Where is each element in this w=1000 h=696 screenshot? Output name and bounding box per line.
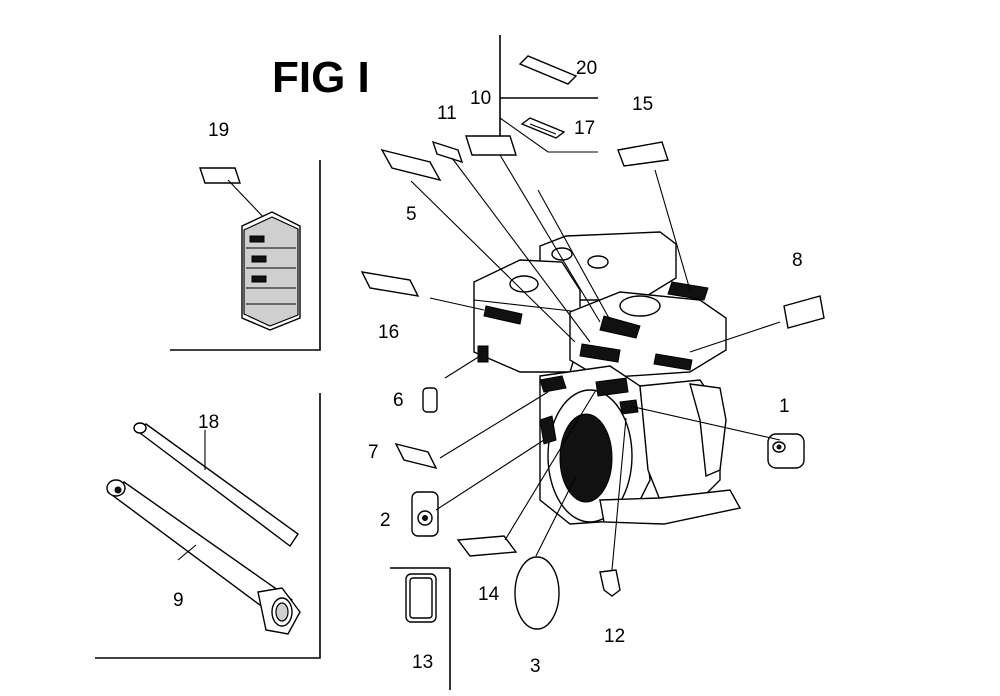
callout-10: 10	[470, 88, 491, 109]
part-15-label	[617, 141, 669, 167]
air-cleaner-element	[241, 211, 301, 331]
callout-11: 11	[437, 103, 457, 124]
tool-9-wrench	[106, 479, 301, 635]
callout-16: 16	[378, 322, 399, 343]
part-3-gasket	[514, 556, 560, 630]
part-1-plate	[767, 433, 805, 469]
callout-6: 6	[393, 390, 404, 411]
tool-18-rod	[133, 422, 299, 548]
part-14-label	[456, 535, 518, 557]
leader-19	[227, 179, 269, 223]
part-13-label	[405, 573, 437, 623]
figure-title: FIG I	[272, 53, 370, 102]
leader-9	[177, 544, 197, 561]
divider-tools	[95, 393, 321, 659]
part-19-label	[199, 167, 241, 184]
part-6-label	[422, 387, 438, 413]
callout-5: 5	[406, 204, 417, 225]
callout-14: 14	[478, 584, 500, 605]
leader-lines	[410, 154, 781, 571]
callout-19: 19	[208, 120, 229, 141]
callout-9: 9	[173, 590, 184, 611]
part-17-strip	[520, 117, 566, 139]
callout-12: 12	[604, 626, 625, 647]
part-12-label	[599, 569, 621, 597]
callout-numbers: 1 2 3 5 6 7 8 9 10 12 11 13 14 15 16 17 …	[173, 58, 803, 677]
callout-13: 13	[412, 652, 433, 673]
part-11-label	[431, 140, 464, 164]
divider-17	[499, 117, 598, 153]
part-2-plate	[411, 491, 439, 537]
callout-1: 1	[779, 396, 790, 417]
section-dividers	[95, 35, 598, 690]
callout-15: 15	[632, 94, 653, 115]
part-8-label	[783, 295, 825, 329]
callout-7: 7	[368, 442, 379, 463]
callout-18: 18	[198, 412, 219, 433]
divider-air-filter	[170, 160, 321, 351]
part-5-label	[380, 148, 442, 182]
part-7-label	[394, 442, 438, 470]
part-20-label	[518, 55, 578, 85]
part-16-label	[360, 271, 420, 297]
callout-3: 3	[530, 656, 541, 677]
callout-17: 17	[574, 118, 595, 139]
part-10-label	[465, 135, 517, 156]
callout-2: 2	[380, 510, 391, 531]
callout-8: 8	[792, 250, 803, 271]
callout-20: 20	[576, 58, 597, 79]
engine-assembly	[473, 231, 742, 525]
